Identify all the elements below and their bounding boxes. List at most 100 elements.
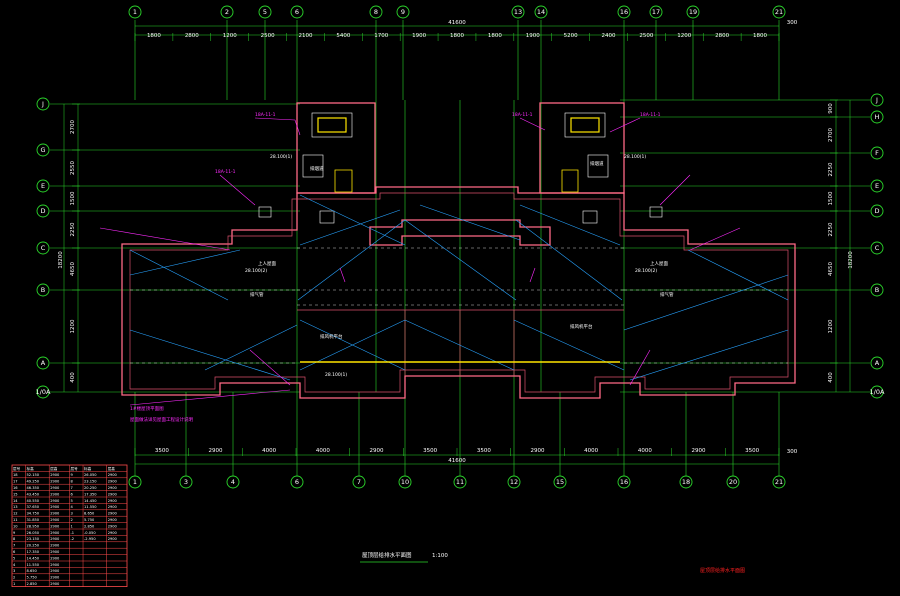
room-note-5: 排气管 — [250, 291, 264, 298]
table-cell: -2.950 — [84, 537, 96, 541]
top-dim-label: 2400 — [602, 33, 616, 39]
level-label-3: 28.100(2) — [245, 268, 267, 274]
table-cell: 16 — [13, 486, 18, 490]
left-total-dim: 18200 — [58, 251, 64, 269]
table-cell: 2900 — [108, 480, 118, 484]
table-cell: 2900 — [50, 556, 60, 560]
axis-label-right: E — [875, 182, 879, 190]
left-stair-symbol — [311, 112, 353, 138]
top-dim-label: 1900 — [526, 33, 540, 39]
table-cell: 34.750 — [27, 512, 40, 516]
axis-label-top: 14 — [537, 8, 545, 16]
top-dim-label: 1800 — [147, 33, 161, 39]
right-total-dim: 18200 — [848, 251, 854, 269]
top-dim-label: 1900 — [412, 33, 426, 39]
table-cell: 2900 — [108, 531, 118, 535]
axis-bubble-top-14: 14 — [534, 5, 548, 19]
table-cell: 2900 — [108, 499, 118, 503]
level-label-5: 28.100(1) — [325, 372, 347, 378]
axis-bubble-bottom-12: 12 — [507, 475, 521, 489]
table-cell: 20.250 — [84, 486, 97, 490]
level-label-4: 28.100(2) — [635, 268, 657, 274]
top-dim-label: 1800 — [450, 33, 464, 39]
axis-bubble-right: C — [870, 241, 884, 255]
axis-bubble-left: 1/0A — [36, 385, 51, 399]
table-cell: 15 — [13, 492, 18, 496]
table-cell: -1 — [71, 531, 75, 535]
axis-label-bottom: 15 — [556, 478, 564, 486]
table-header: 标高 — [27, 466, 35, 471]
bottom-dim-label: 3500 — [477, 448, 491, 454]
table-header: 层高 — [108, 466, 116, 471]
left-stair-tower — [296, 102, 376, 194]
axis-bubble-top-8: 8 — [369, 5, 383, 19]
right-stair-symbol — [564, 112, 606, 138]
table-cell: -2 — [71, 537, 75, 541]
bottom-dim-label: 4000 — [638, 448, 652, 454]
bottom-dim-label: 3500 — [155, 448, 169, 454]
edge-dim-top: 300 — [787, 20, 798, 26]
table-header: 标高 — [84, 466, 92, 471]
table-cell: 2900 — [50, 486, 60, 490]
right-dim-label: 2700 — [828, 128, 834, 142]
axis-bubble-bottom-11: 11 — [453, 475, 467, 489]
table-cell: 40.550 — [27, 499, 40, 503]
table-cell: 2900 — [50, 524, 60, 528]
table-cell: 4 — [71, 505, 74, 509]
axis-bubble-left: G — [36, 143, 50, 157]
table-cell: 26.050 — [27, 531, 40, 535]
left-wing-outline — [121, 186, 796, 399]
roof-slope-lines — [129, 194, 789, 381]
axis-label-left: G — [40, 146, 45, 154]
axis-label-bottom: 6 — [295, 478, 299, 486]
table-cell: 4 — [13, 563, 16, 567]
table-cell: 2900 — [50, 473, 60, 477]
table-cell: 10 — [13, 524, 18, 528]
axis-bubble-right: D — [870, 204, 884, 218]
axis-label-bottom: 3 — [184, 478, 188, 486]
axis-label-bottom: 20 — [729, 478, 737, 486]
axis-bubble-right: E — [870, 179, 884, 193]
axis-bubble-top-17: 17 — [649, 5, 663, 19]
axis-bubble-bottom-7: 7 — [352, 475, 366, 489]
axis-label-left: C — [41, 244, 46, 252]
table-cell: 2900 — [50, 492, 60, 496]
table-cell: 2 — [13, 576, 15, 580]
axis-label-right: J — [875, 96, 878, 104]
axis-bubble-right: B — [870, 283, 884, 297]
room-note-6: 排气管 — [660, 291, 674, 298]
axis-label-right: C — [875, 244, 880, 252]
axis-label-bottom: 10 — [401, 478, 409, 486]
level-label-1: 28.100(1) — [270, 154, 292, 160]
table-cell: 52.150 — [27, 473, 40, 477]
left-dim-label: 1500 — [70, 191, 76, 205]
bottom-dim-label: 4000 — [584, 448, 598, 454]
table-cell: 23.150 — [27, 537, 40, 541]
axis-label-top: 16 — [620, 8, 628, 16]
table-cell: 2900 — [108, 492, 118, 496]
axis-label-bottom: 18 — [682, 478, 690, 486]
axis-label-top: 13 — [514, 8, 522, 16]
bottom-dim-label: 4000 — [316, 448, 330, 454]
annotations: 28.100(1) 28.100(1) 28.100(2) 28.100(2) … — [245, 154, 674, 378]
level-label-2: 28.100(1) — [624, 154, 646, 160]
axis-bubble-top-1: 1 — [128, 5, 142, 19]
table-cell: 2900 — [50, 480, 60, 484]
axis-label-top: 6 — [295, 8, 299, 16]
room-note-1: 排烟道 — [310, 165, 324, 172]
table-cell: 1 — [71, 524, 73, 528]
table-cell: 14 — [13, 499, 18, 503]
callouts: 18A-11-1 18A-11-1 18A-11-1 18A-11-1 1#楼屋… — [99, 112, 741, 423]
callout-4: 18A-11-1 — [215, 169, 236, 175]
axis-label-top: 5 — [263, 8, 267, 16]
table-cell: 14.450 — [27, 556, 40, 560]
table-cell: 2900 — [50, 544, 60, 548]
top-dim-label: 2800 — [715, 33, 729, 39]
table-cell: 2900 — [108, 505, 118, 509]
axis-label-top: 1 — [133, 8, 137, 16]
